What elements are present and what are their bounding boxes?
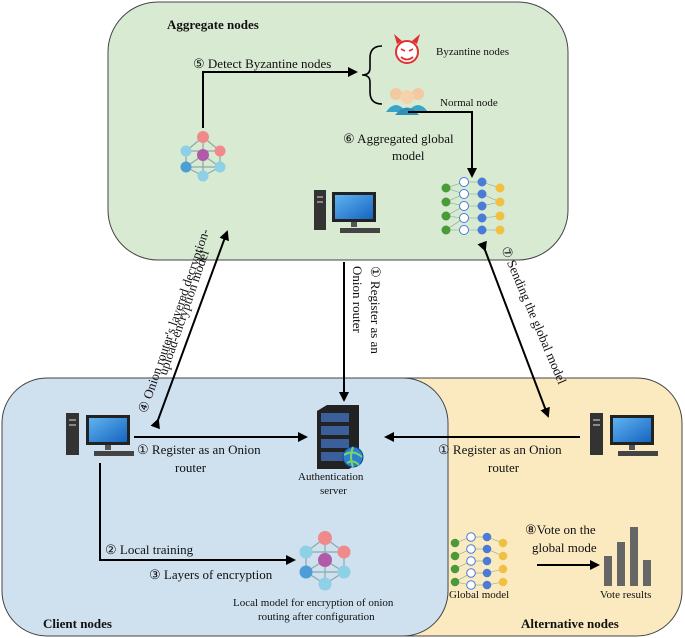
alternative-nodes-title: Alternative nodes (521, 616, 619, 631)
arrow-detect-byzantine (202, 67, 358, 128)
neural-network-icon (441, 177, 505, 235)
curly-brace (361, 45, 383, 105)
vote-results-caption: Vote results (600, 589, 652, 601)
local-model-caption-1: Local model for encryption of onion (233, 597, 394, 609)
register-vertical-label-2: Onion router (350, 266, 365, 333)
desktop-computer-icon (590, 413, 658, 456)
desktop-computer-icon (314, 190, 380, 233)
register-client-label-2: router (175, 460, 207, 475)
neural-network-icon (450, 532, 508, 590)
client-nodes-title: Client nodes (43, 616, 112, 631)
arrow-sending-global-model (477, 240, 550, 418)
register-vertical-label-1: ① Register as an (368, 266, 383, 354)
register-alternative-label-2: router (488, 460, 520, 475)
vote-label-1: ⑧Vote on the (525, 522, 596, 537)
byzantine-nodes-label: Byzantine nodes (436, 46, 510, 58)
arrows (99, 67, 600, 570)
arrow-local-training (99, 463, 296, 565)
server-icon (317, 405, 364, 469)
auth-server-label-1: Authentication (298, 471, 364, 483)
local-training-label: ② Local training (105, 542, 194, 557)
detect-byzantine-label: ⑤ Detect Byzantine nodes (193, 56, 332, 71)
aggregate-nodes-region (107, 1, 569, 261)
global-model-caption: Global model (449, 589, 510, 601)
auth-server-label-2: server (320, 485, 347, 497)
aggregated-model-label-1: ⑥ Aggregated global (343, 131, 454, 146)
aggregate-nodes-title: Aggregate nodes (167, 17, 259, 32)
register-alternative-label-1: ① Register as an Onion (438, 442, 562, 457)
people-group-icon (386, 88, 428, 115)
devil-face-icon (394, 34, 420, 64)
local-model-caption-2: routing after configuration (258, 611, 375, 623)
aggregated-model-label-2: model (392, 148, 425, 163)
desktop-computer-icon (66, 413, 134, 456)
register-client-label-1: ① Register as an Onion (137, 442, 261, 457)
network-graph-icon (180, 131, 226, 182)
vote-label-2: global mode (532, 540, 597, 555)
normal-node-label: Normal node (440, 97, 498, 109)
arrow-aggregated-model (408, 111, 477, 178)
layers-encryption-label: ③ Layers of encryption (149, 567, 273, 582)
bar-chart-icon (604, 527, 651, 586)
arrow-onion-layered (150, 230, 229, 430)
network-graph-icon (299, 531, 351, 591)
